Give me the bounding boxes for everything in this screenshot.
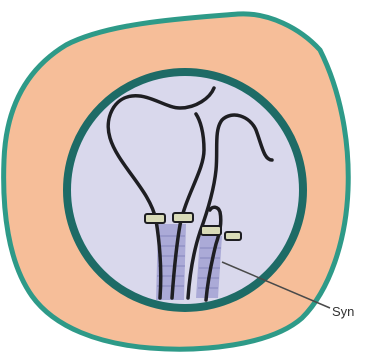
attachment-plaque-3: [201, 226, 221, 235]
attachment-plaque-2: [173, 213, 193, 222]
attachment-plaque-4: [225, 232, 241, 240]
attachment-plaque-1: [145, 214, 165, 223]
synaptonemal-label: Syn: [332, 304, 354, 319]
